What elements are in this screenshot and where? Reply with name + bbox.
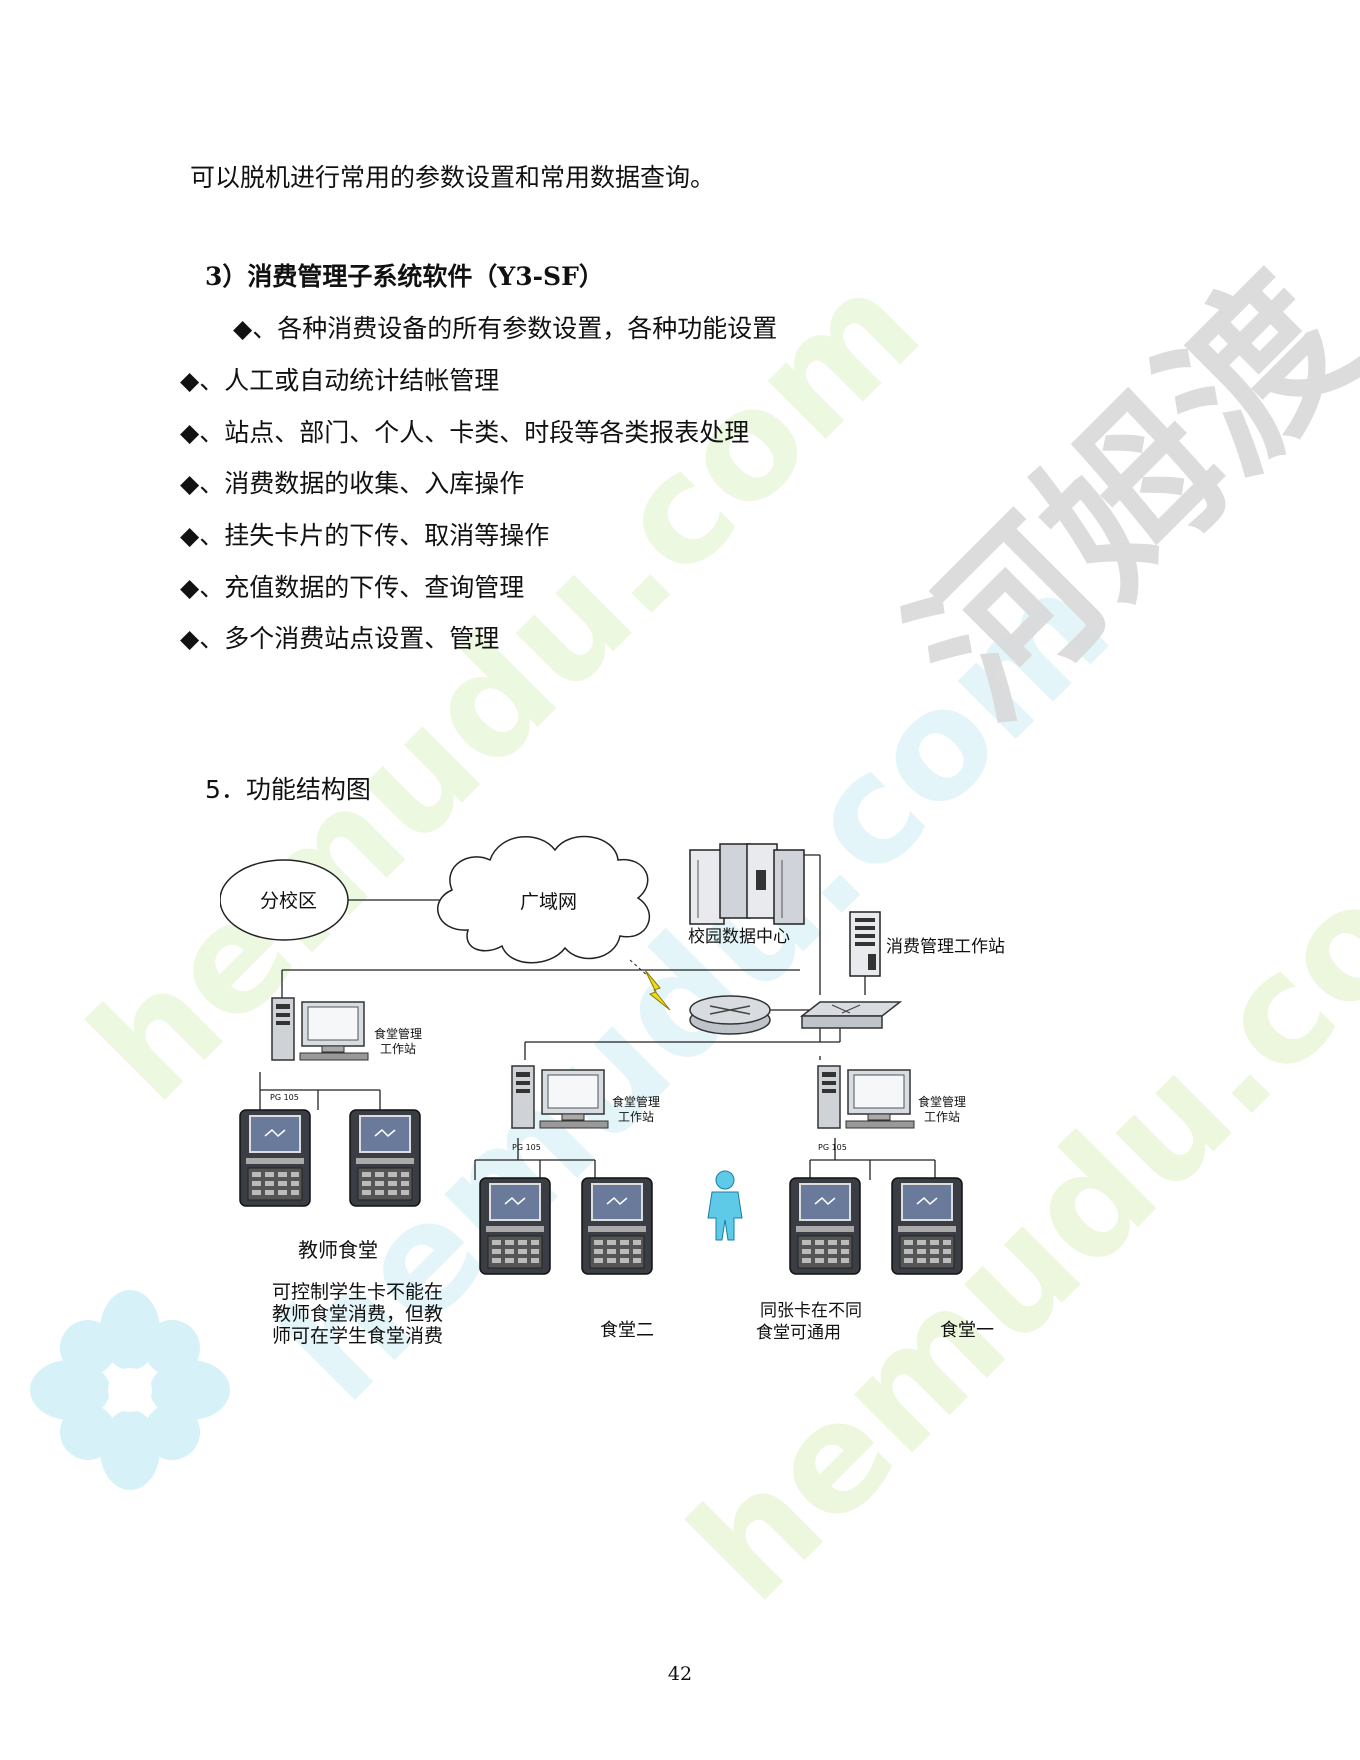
wireless-link-icon [644, 969, 671, 1011]
pos-terminal-icon [239, 1109, 311, 1207]
switch-icon [799, 1001, 903, 1029]
pos-terminal-icon [581, 1177, 653, 1275]
section-title: 5．功能结构图 [205, 775, 371, 804]
teacher-canteen-label: 教师食堂 [298, 1238, 378, 1262]
canteen-ws-left-label-1: 食堂管理 [374, 1026, 422, 1041]
consumption-ws-icon [849, 911, 881, 977]
branch-campus-label: 分校区 [260, 890, 317, 912]
canteen-one-label: 食堂一 [940, 1320, 994, 1341]
canteen-ws-left-icon [271, 997, 369, 1061]
pos-terminal-icon [789, 1177, 861, 1275]
canteen-ws-right-icon [817, 1065, 915, 1129]
subsection-title: 3）消费管理子系统软件（Y3-SF） [205, 262, 604, 291]
data-center-label: 校园数据中心 [688, 927, 790, 947]
canteen-ws-right-label-1: 食堂管理 [918, 1094, 966, 1109]
same-card-note-line: 同张卡在不同 [760, 1301, 862, 1321]
canteen-ws-mid-label-1: 食堂管理 [612, 1094, 660, 1109]
device-tag: PG 105 [512, 1143, 541, 1152]
list-item: ◆、挂失卡片的下传、取消等操作 [180, 521, 550, 550]
consumption-ws-label: 消费管理工作站 [886, 937, 1005, 957]
function-structure-diagram: 分校区 广域网 校园数据中心 消费管理工作站 食堂管理 工作站 [220, 835, 1005, 1347]
list-item: ◆、消费数据的收集、入库操作 [180, 469, 525, 498]
pos-terminal-icon [349, 1109, 421, 1207]
wan-label: 广域网 [520, 891, 577, 913]
page-number: 42 [667, 1663, 693, 1685]
canteen-ws-left-label-2: 工作站 [380, 1042, 416, 1056]
watermark-brand: 河姆渡 [876, 240, 1360, 756]
list-item: ◆、人工或自动统计结帐管理 [180, 366, 500, 395]
canteen-ws-mid-label-2: 工作站 [618, 1110, 654, 1124]
list-item: ◆、各种消费设备的所有参数设置，各种功能设置 [233, 314, 778, 343]
teacher-note-line: 师可在学生食堂消费 [272, 1325, 443, 1347]
device-tag: PG 105 [818, 1143, 847, 1152]
flower-logo-icon [30, 1290, 230, 1490]
list-item: ◆、多个消费站点设置、管理 [180, 624, 500, 653]
same-card-note-line: 食堂可通用 [756, 1323, 841, 1343]
canteen-ws-mid-icon [511, 1065, 609, 1129]
canteen-ws-right-label-2: 工作站 [924, 1110, 960, 1124]
device-tag: PG 105 [270, 1093, 299, 1102]
person-icon [707, 1170, 743, 1241]
wan-cloud-icon [437, 835, 650, 964]
intro-line: 可以脱机进行常用的参数设置和常用数据查询。 [190, 163, 716, 192]
teacher-note-line: 可控制学生卡不能在 [272, 1281, 443, 1303]
data-center-icon [689, 843, 805, 925]
router-icon [689, 995, 771, 1035]
list-item: ◆、站点、部门、个人、卡类、时段等各类报表处理 [180, 418, 750, 447]
pos-terminal-icon [479, 1177, 551, 1275]
teacher-note-line: 教师食堂消费，但教 [272, 1303, 443, 1325]
pos-terminal-icon [891, 1177, 963, 1275]
list-item: ◆、充值数据的下传、查询管理 [180, 573, 525, 602]
canteen-two-label: 食堂二 [600, 1320, 654, 1341]
branch-campus-node [220, 859, 349, 941]
